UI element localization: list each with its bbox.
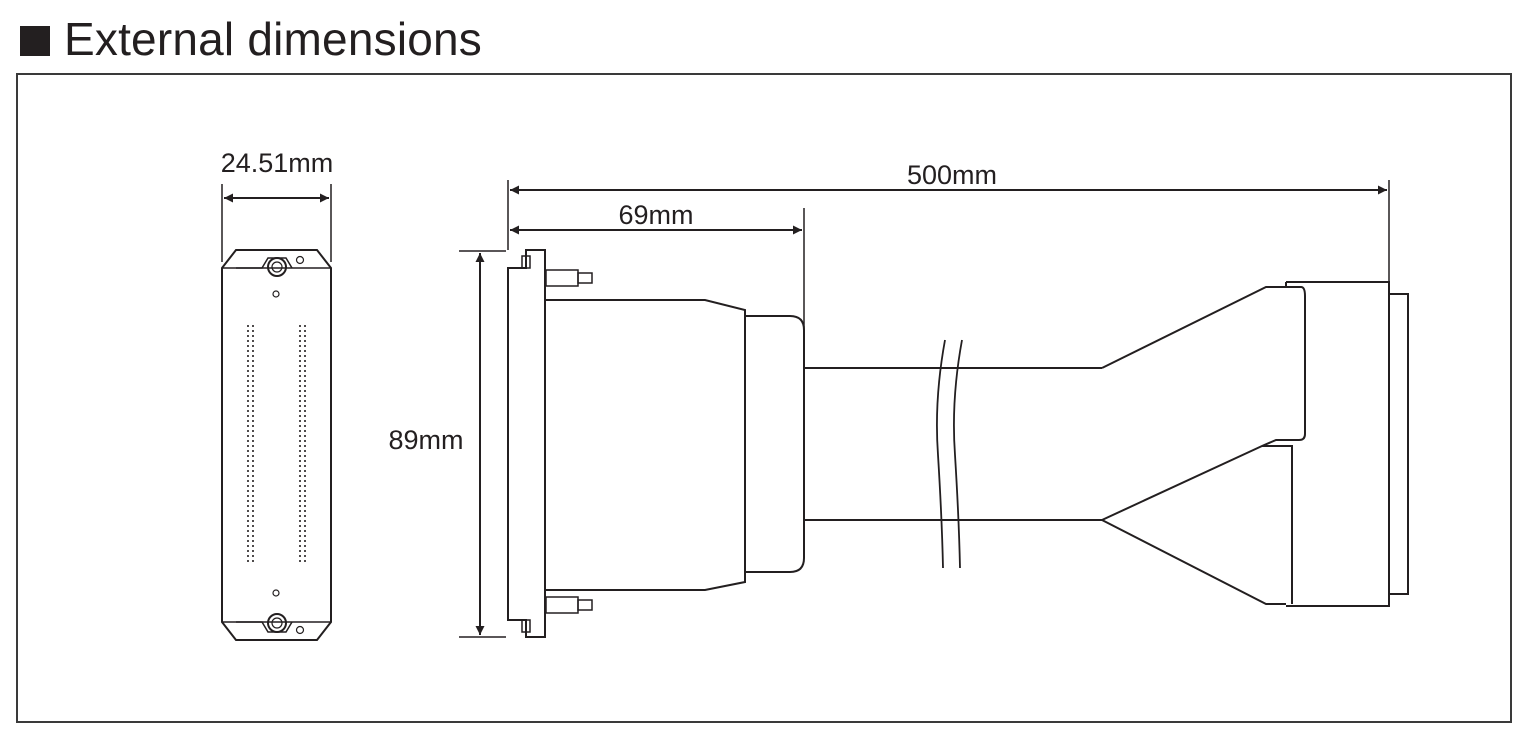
bullet-square-icon	[20, 26, 50, 56]
total-length-label: 500mm	[907, 160, 997, 190]
connector-depth-label: 69mm	[618, 200, 693, 230]
page-title: External dimensions	[64, 13, 483, 65]
width-dimension-label: 24.51mm	[221, 148, 334, 178]
drawing-frame	[16, 73, 1512, 723]
height-dimension-label: 89mm	[388, 425, 463, 455]
side-view	[459, 180, 1409, 638]
section-heading: External dimensions	[20, 10, 482, 68]
front-view	[221, 184, 332, 641]
